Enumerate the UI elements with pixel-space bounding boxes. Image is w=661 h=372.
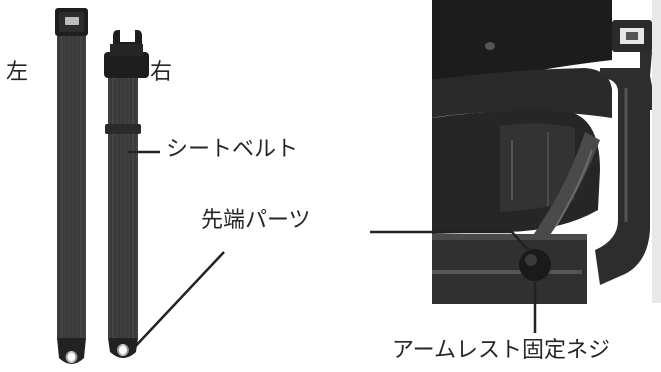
- buckle-icon: [55, 8, 88, 36]
- right-belt: [104, 30, 149, 358]
- armrest-screw-icon: [519, 249, 551, 281]
- armrest-photo: [432, 0, 661, 304]
- tip-part-leader-left: [129, 251, 225, 353]
- label-right: 右: [150, 60, 173, 85]
- belt-end-tab: [108, 338, 138, 358]
- label-armrest-screw: アームレスト固定ネジ: [392, 338, 611, 363]
- belt-end-tab: [57, 338, 86, 364]
- tongue-plate-icon: [104, 30, 149, 78]
- label-tip-part: 先端パーツ: [201, 208, 311, 233]
- label-seat-belt: シートベルト: [166, 137, 299, 162]
- left-belt: [55, 8, 88, 364]
- tip-part-leader-right: [370, 230, 529, 251]
- leader-lines: [128, 150, 537, 353]
- label-left: 左: [6, 60, 29, 85]
